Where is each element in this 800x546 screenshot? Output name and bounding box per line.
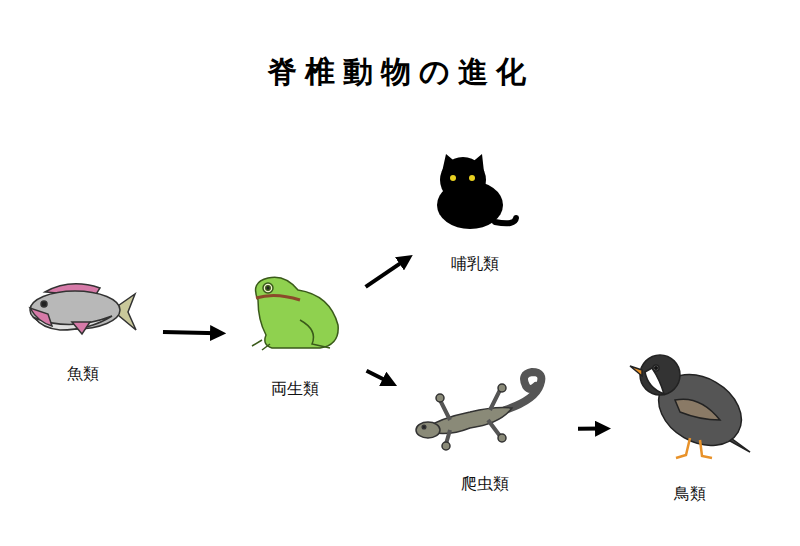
animal-label: 哺乳類 xyxy=(421,254,529,275)
evolution-arrow xyxy=(366,259,407,287)
animal-label: 鳥類 xyxy=(621,484,759,505)
evolution-arrow xyxy=(367,371,390,383)
bird-drawing xyxy=(630,355,754,460)
animal-node: 鳥類 xyxy=(621,350,759,505)
animal-node: 爬虫類 xyxy=(406,365,564,495)
evolution-arrow xyxy=(163,332,218,333)
evolution-arrow xyxy=(578,427,603,431)
fish-drawing xyxy=(30,284,136,334)
animal-node: 哺乳類 xyxy=(421,150,529,275)
animal-node: 魚類 xyxy=(16,275,149,385)
gecko-drawing xyxy=(416,372,541,450)
animal-node: 両生類 xyxy=(236,270,354,400)
diagram-title: 脊椎動物の進化 xyxy=(0,52,800,93)
cat-drawing xyxy=(437,154,516,229)
frog-drawing xyxy=(252,277,338,350)
animal-label: 両生類 xyxy=(236,379,354,400)
animal-label: 魚類 xyxy=(16,364,149,385)
animal-label: 爬虫類 xyxy=(406,474,564,495)
